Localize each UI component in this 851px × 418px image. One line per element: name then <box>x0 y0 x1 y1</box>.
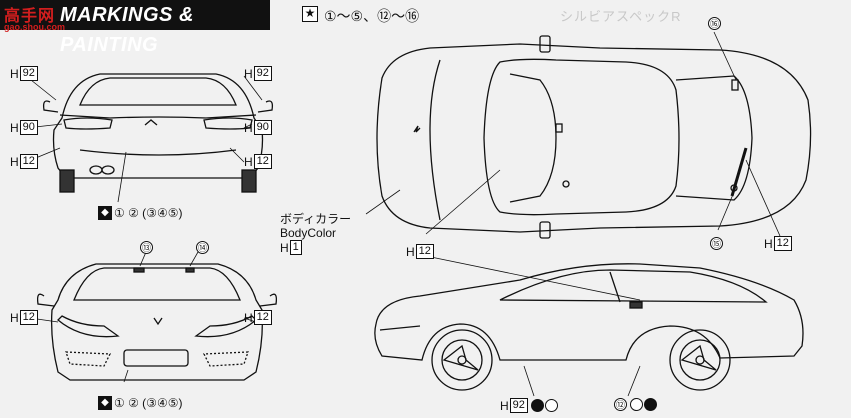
color-code: 12 <box>773 236 792 251</box>
rear-view-car <box>25 73 274 203</box>
color-swatch-icon <box>630 398 657 411</box>
color-code: 90 <box>253 120 272 135</box>
marker-number: ⑭ <box>196 241 209 254</box>
front-marker-13: ⑬ <box>140 238 153 256</box>
watermark-text: 高手网 <box>4 8 56 25</box>
color-code: 92 <box>19 66 38 81</box>
swatch-light <box>630 398 643 411</box>
front-right-label: H 12 <box>244 310 272 325</box>
side-label-92: H 92 <box>500 398 558 413</box>
faded-heading: シルビアスペックR <box>560 9 682 24</box>
rear-right-label-3: H 12 <box>244 154 272 169</box>
front-view-car <box>29 251 278 383</box>
rear-right-label-2: H 90 <box>244 120 272 135</box>
rear-left-label-3: H 12 <box>10 154 38 169</box>
color-code: 12 <box>253 310 272 325</box>
swatch-dark <box>530 399 544 412</box>
h-prefix: H <box>280 240 289 255</box>
h-prefix: H <box>406 244 415 259</box>
rear-left-label-1: H 92 <box>10 66 38 81</box>
top-marker-15: ⑮ <box>710 234 723 252</box>
h-prefix: H <box>244 154 253 169</box>
star-icon: ★ <box>302 6 318 22</box>
side-view-car <box>374 263 804 397</box>
body-color-code: H 1 <box>280 240 302 255</box>
top-marker-16: ⑯ <box>708 14 721 32</box>
step-text: ① ② (③④⑤) <box>114 396 183 410</box>
watermark-logo: 高手网 gao.shou.com <box>4 2 66 34</box>
rear-left-label-2: H 90 <box>10 120 38 135</box>
rear-step-line: ◆ ① ② (③④⑤) <box>98 206 182 220</box>
side-marker-12: ⑫ <box>614 398 657 411</box>
h-prefix: H <box>244 120 253 135</box>
h-prefix: H <box>10 120 19 135</box>
color-swatch-icon <box>530 399 558 412</box>
color-code: 1 <box>289 240 302 255</box>
h-prefix: H <box>764 236 773 251</box>
color-code: 12 <box>19 310 38 325</box>
color-code: 90 <box>19 120 38 135</box>
step-reference: ①～⑤、⑫～⑯ <box>324 8 420 24</box>
top-center-label: H 12 <box>406 244 434 259</box>
page-title: MARKINGS & PAINTING <box>0 0 270 56</box>
h-prefix: H <box>500 398 509 413</box>
h-prefix: H <box>10 154 19 169</box>
body-color-en: BodyColor <box>280 226 337 240</box>
h-prefix: H <box>244 66 253 81</box>
color-code: 12 <box>253 154 272 169</box>
front-marker-14: ⑭ <box>196 238 209 256</box>
body-color-jp: ボディカラー <box>280 212 352 226</box>
top-view-car <box>365 31 812 301</box>
decal-block-icon: ◆ <box>98 206 112 220</box>
marker-number: ⑯ <box>708 17 721 30</box>
step-text: ① ② (③④⑤) <box>114 206 183 220</box>
color-code: 12 <box>19 154 38 169</box>
color-code: 12 <box>415 244 434 259</box>
rear-right-label-1: H 92 <box>244 66 272 81</box>
front-left-label: H 12 <box>10 310 38 325</box>
swatch-light <box>544 399 558 412</box>
marker-number: ⑮ <box>710 237 723 250</box>
swatch-dark <box>644 398 657 411</box>
marker-number: ⑫ <box>614 398 627 411</box>
h-prefix: H <box>10 66 19 81</box>
color-code: 92 <box>509 398 528 413</box>
h-prefix: H <box>10 310 19 325</box>
marker-number: ⑬ <box>140 241 153 254</box>
h-prefix: H <box>244 310 253 325</box>
front-step-line: ◆ ① ② (③④⑤) <box>98 396 182 410</box>
top-right-label: H 12 <box>764 236 792 251</box>
title-text: MARKINGS & PAINTING <box>60 4 194 56</box>
color-code: 92 <box>253 66 272 81</box>
decal-block-icon: ◆ <box>98 396 112 410</box>
watermark-url: gao.shou.com <box>4 22 66 32</box>
